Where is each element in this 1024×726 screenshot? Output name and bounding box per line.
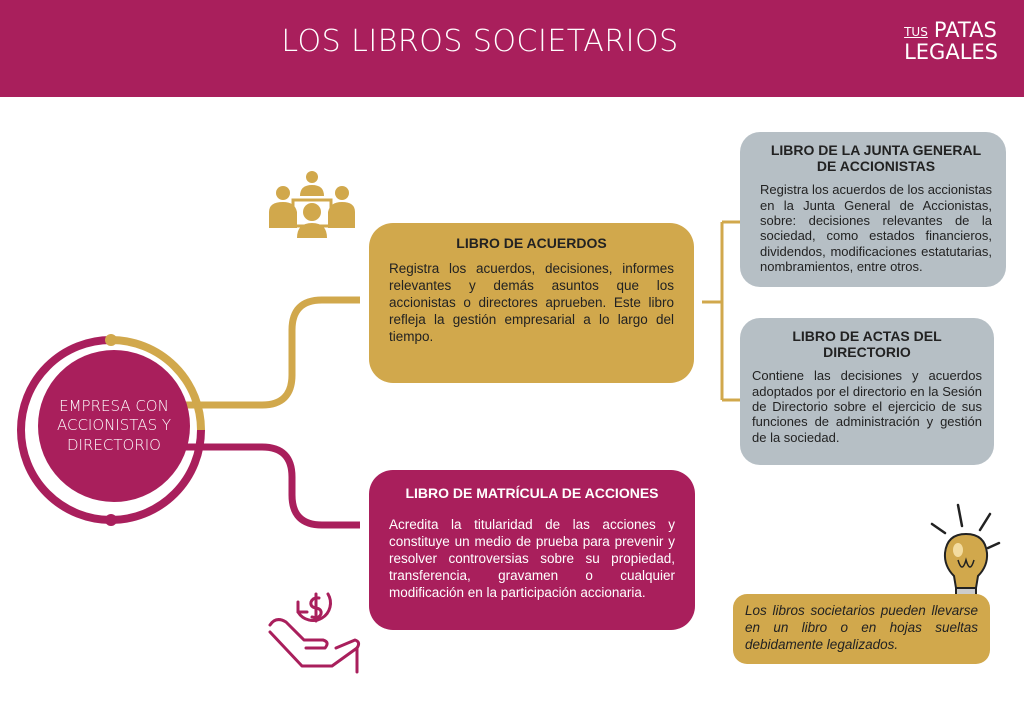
note-text: Los libros societarios pueden llevarse e… <box>745 603 978 652</box>
card-text: Acredita la titularidad de las acciones … <box>389 517 675 600</box>
brand-patas: PATAS <box>933 18 997 42</box>
card-text: Contiene las decisiones y acuerdos adopt… <box>752 368 982 445</box>
header-bar: LOS LIBROS SOCIETARIOS TUS PATAS LEGALES <box>0 0 1024 97</box>
card-text: Registra los acuerdos de los accionistas… <box>760 182 992 274</box>
brand-tus: TUS <box>904 25 928 39</box>
outer-arc-gold <box>110 336 205 431</box>
central-circle: EMPRESA CON ACCIONISTAS Y DIRECTORIO <box>38 350 190 502</box>
connector-acuerdos <box>172 296 360 409</box>
card-libro-acuerdos: LIBRO DE ACUERDOS Registra los acuerdos,… <box>369 223 694 383</box>
card-title: LIBRO DE MATRÍCULA DE ACCIONES <box>405 485 659 501</box>
connector-matricula <box>172 443 360 529</box>
note-box: Los libros societarios pueden llevarse e… <box>733 594 990 664</box>
bracket-connector <box>702 220 740 402</box>
card-title: LIBRO DE LA JUNTA GENERAL DE ACCIONISTAS <box>770 142 982 175</box>
card-libro-matricula: LIBRO DE MATRÍCULA DE ACCIONES Acredita … <box>369 470 695 630</box>
card-title: LIBRO DE ACUERDOS <box>456 235 607 251</box>
card-libro-junta: LIBRO DE LA JUNTA GENERAL DE ACCIONISTAS… <box>740 132 1006 287</box>
brand-legales: LEGALES <box>904 40 998 64</box>
brand-logo: TUS PATAS LEGALES <box>904 20 998 63</box>
page-title: LOS LIBROS SOCIETARIOS <box>281 24 679 59</box>
outer-arc-left <box>17 336 112 524</box>
card-title: LIBRO DE ACTAS DEL DIRECTORIO <box>792 328 942 361</box>
arc-dot-top <box>105 334 117 346</box>
card-text: Registra los acuerdos, decisiones, infor… <box>389 261 674 344</box>
central-label: EMPRESA CON ACCIONISTAS Y DIRECTORIO <box>56 396 172 454</box>
arc-dot-bottom <box>105 514 117 526</box>
card-libro-directorio: LIBRO DE ACTAS DEL DIRECTORIO Contiene l… <box>740 318 994 465</box>
